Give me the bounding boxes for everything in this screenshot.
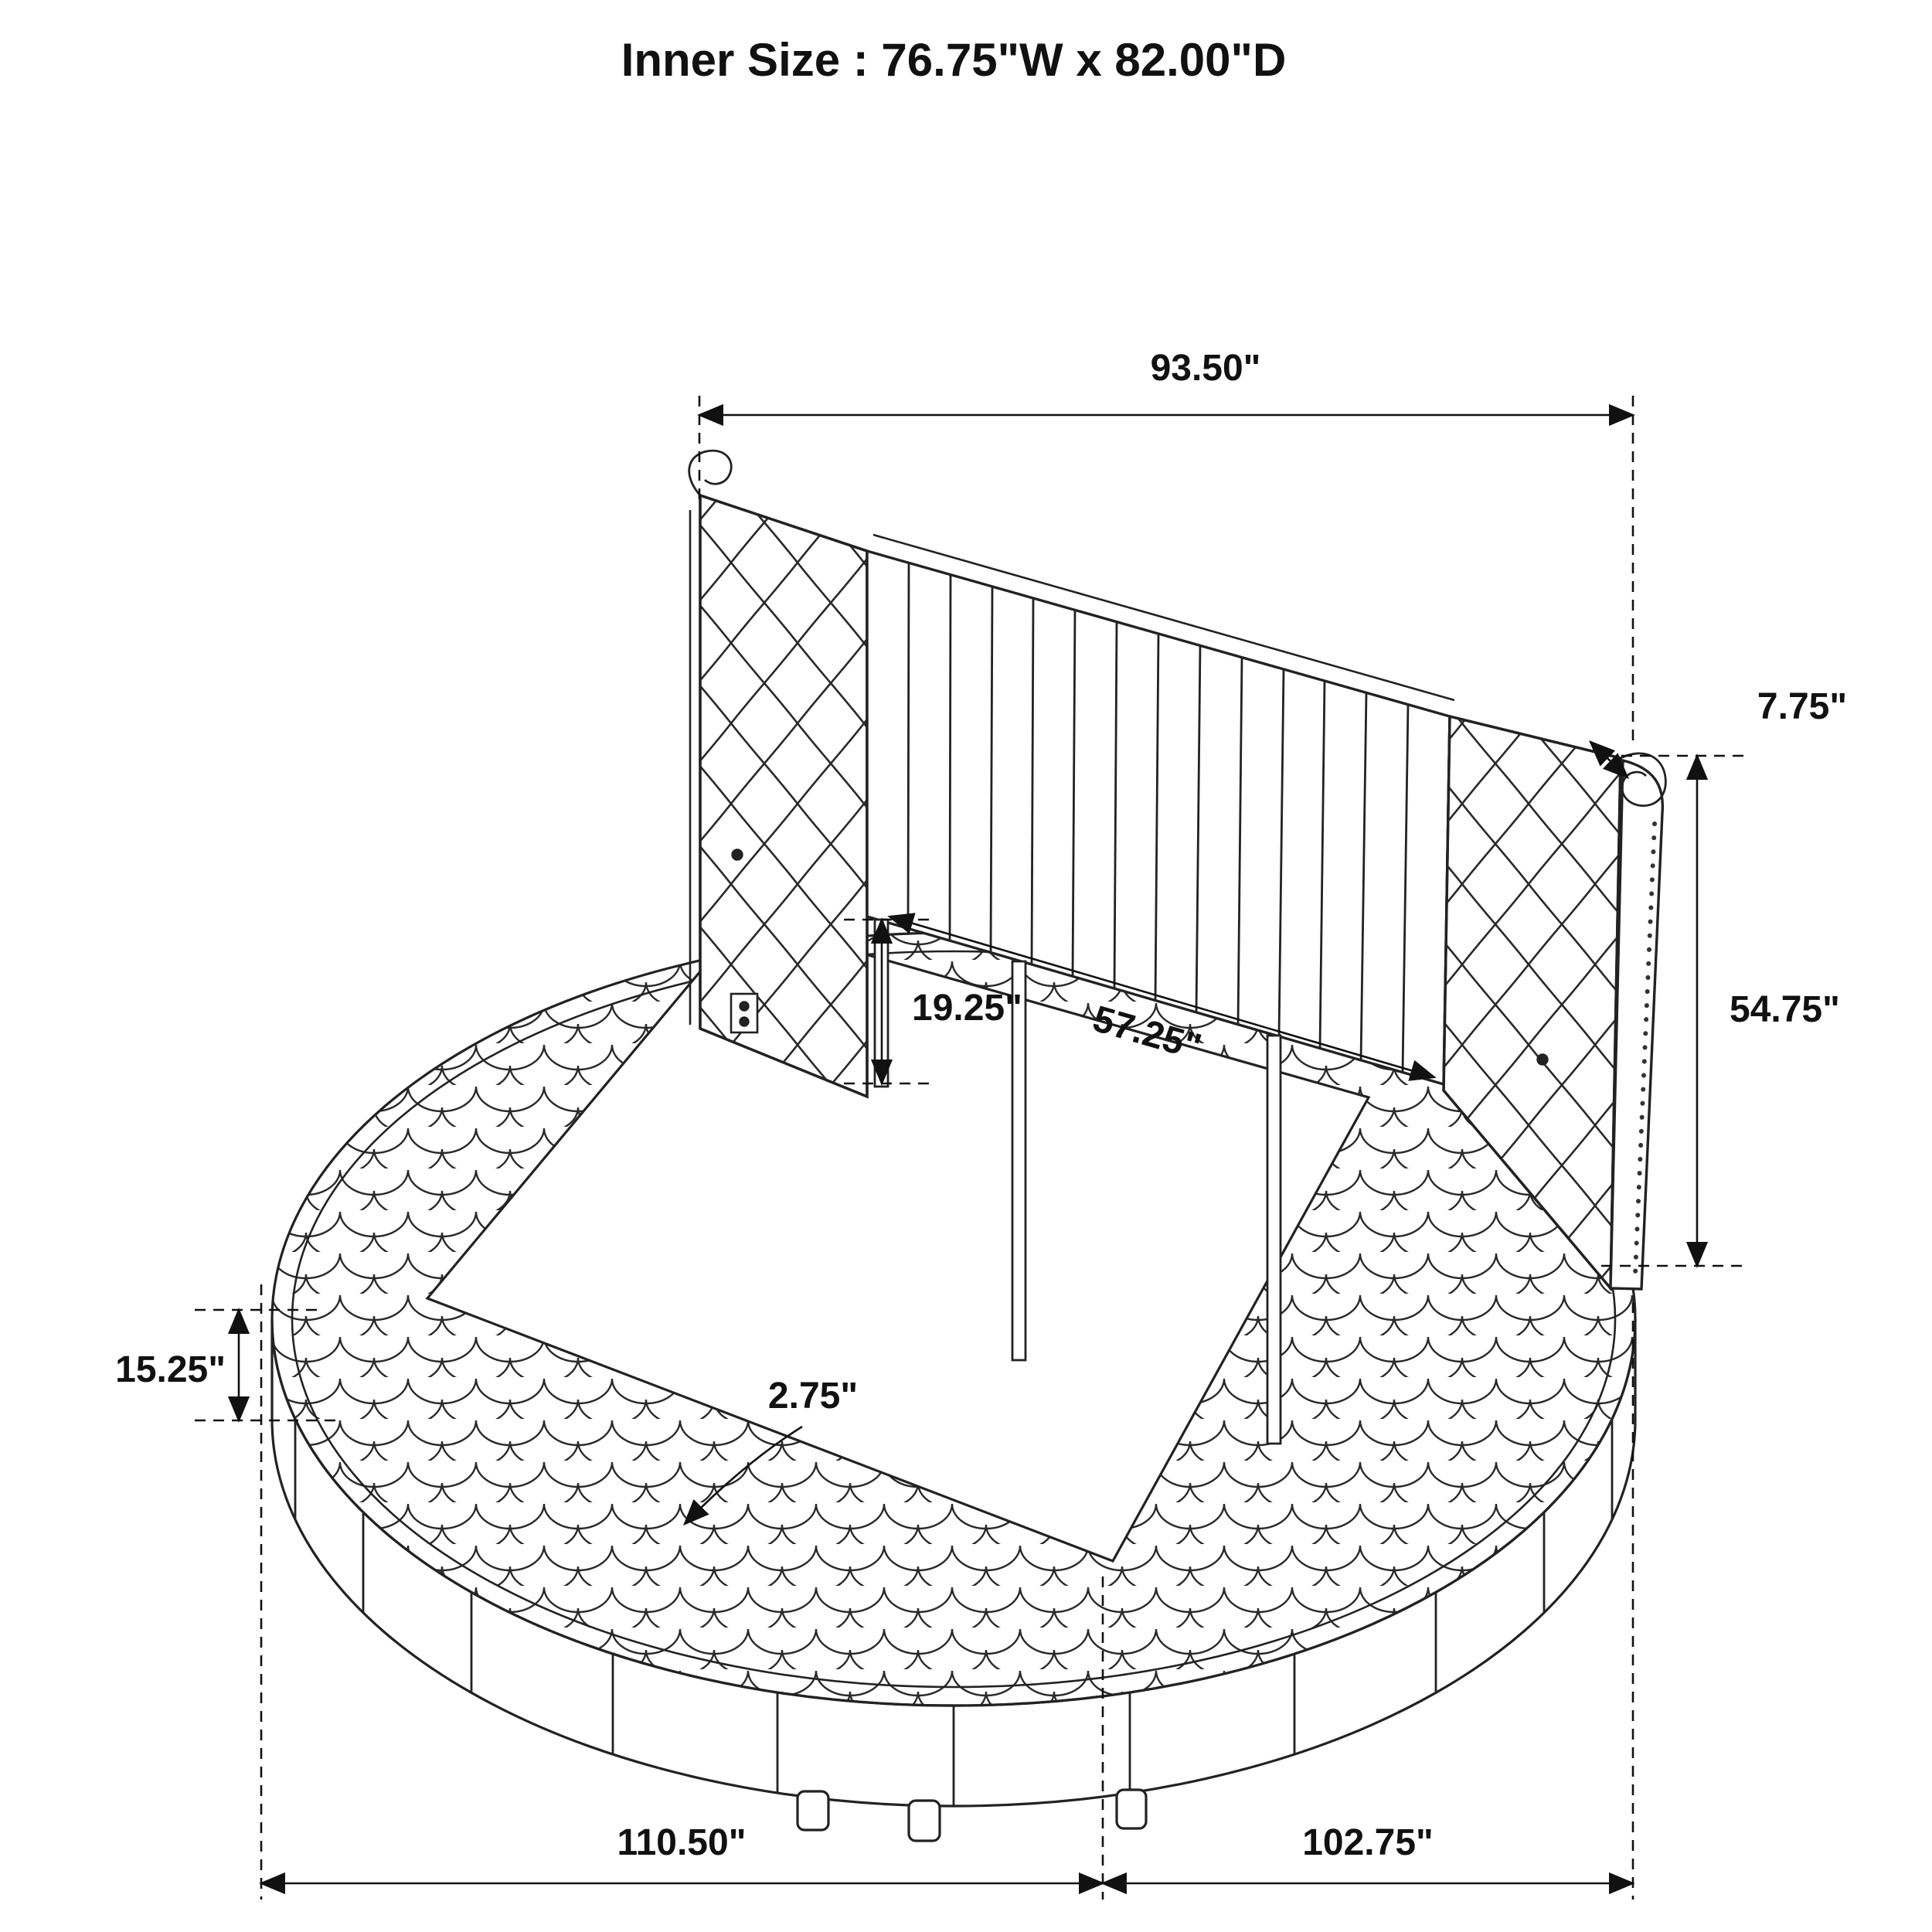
dim-headboard-width-label: 93.50" (1151, 348, 1261, 389)
dim-headboard-height-label: 54.75" (1730, 989, 1840, 1030)
dim-panel-clearance-label: 19.25" (912, 988, 1022, 1029)
channel-tufting-lines (906, 562, 1410, 1073)
center-panel-top-roll (872, 533, 1455, 702)
dim-roll-depth-label: 7.75" (1757, 686, 1847, 727)
left-wing-tufting (699, 493, 869, 1099)
dim-overall-depth-label: 110.50" (617, 1822, 747, 1863)
tuft-button-wing-left (731, 849, 743, 861)
nailhead-trim (1633, 821, 1657, 1276)
skirt-seams (294, 1419, 1614, 1806)
dim-overall-width-label: 102.75" (1302, 1822, 1434, 1863)
dim-base-height-label: 15.25" (115, 1349, 226, 1390)
tuft-button-left2 (739, 1016, 750, 1027)
tuft-button-wing-right (1536, 1053, 1549, 1066)
dim-welt-thickness-label: 2.75" (768, 1376, 858, 1417)
left-scroll (688, 449, 733, 496)
headboard (688, 449, 1667, 1445)
platform-feet (796, 1788, 1148, 1842)
tufted-border (272, 920, 1635, 1706)
tuft-button-left (739, 1001, 750, 1012)
diagram-title: Inner Size : 76.75"W x 82.00"D (621, 34, 1287, 86)
